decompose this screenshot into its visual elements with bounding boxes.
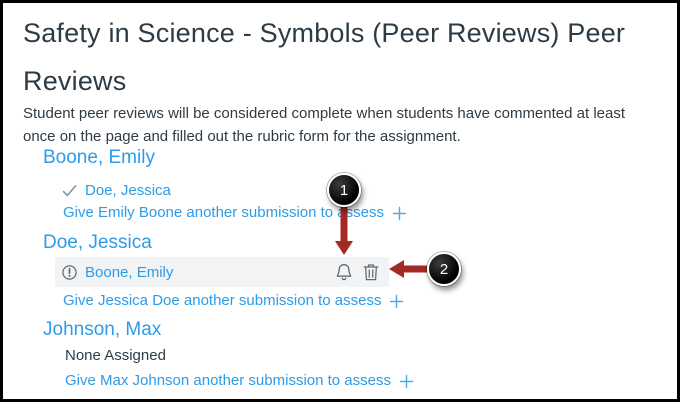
annotation-callout-2: 2 [427,252,461,286]
student-link-boone-emily[interactable]: Boone, Emily [43,147,155,168]
annotation-callout-1: 1 [327,173,361,207]
assign-more-label: Give Emily Boone another submission to a… [63,204,384,221]
reviewer-link-boone-emily[interactable]: Boone, Emily [85,263,174,281]
assign-more-label: Give Jessica Doe another submission to a… [63,292,382,309]
add-icon [388,293,405,310]
page-description: Student peer reviews will be considered … [23,105,625,145]
assign-more-link-emily-boone[interactable]: Give Emily Boone another submission to a… [63,203,408,223]
remind-bell-button[interactable] [334,262,354,282]
trash-icon [361,262,381,282]
review-row-assigned: Boone, Emily [55,257,389,287]
review-row-completed: Doe, Jessica [61,179,171,201]
arrow-left-to-trash-icon [389,260,427,278]
exclamation-circle-icon [61,264,78,281]
bell-icon [334,262,354,282]
student-link-doe-jessica[interactable]: Doe, Jessica [43,232,152,253]
student-link-johnson-max[interactable]: Johnson, Max [43,319,162,340]
assign-more-link-jessica-doe[interactable]: Give Jessica Doe another submission to a… [63,291,405,311]
none-assigned-text: None Assigned [65,347,166,364]
page-title: Safety in Science - Symbols (Peer Review… [23,18,626,96]
assign-more-label: Give Max Johnson another submission to a… [65,372,391,389]
add-icon [398,373,415,390]
remove-trash-button[interactable] [361,262,381,282]
assign-more-link-max-johnson[interactable]: Give Max Johnson another submission to a… [65,371,415,391]
reviewer-link-doe-jessica[interactable]: Doe, Jessica [85,181,171,199]
add-icon [391,205,408,222]
check-icon [61,182,78,199]
